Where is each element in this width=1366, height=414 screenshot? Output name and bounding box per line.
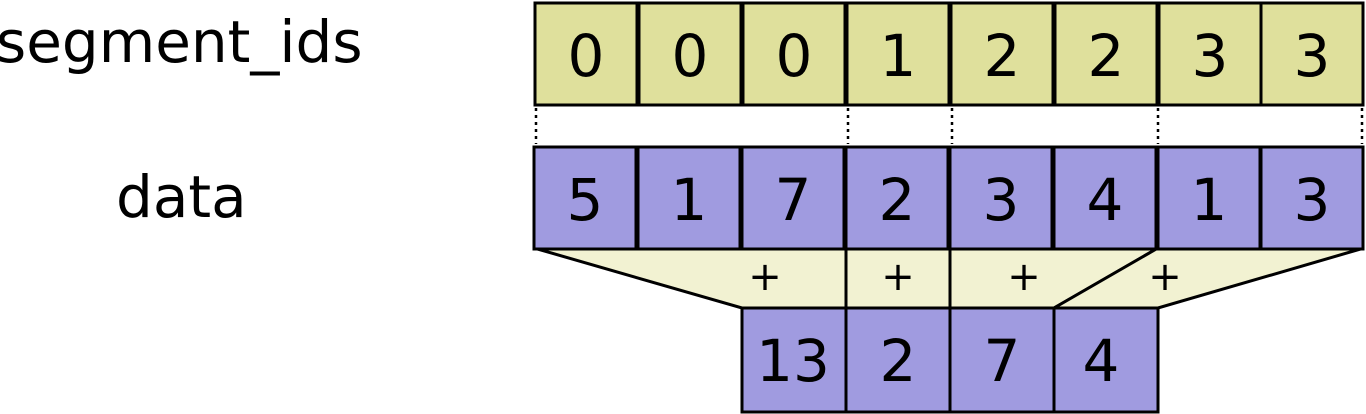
segment-cell-value: 0 — [568, 22, 605, 90]
funnel-group: + + + + — [533, 246, 1365, 310]
segment-boundaries — [534, 108, 1364, 144]
segment-cell — [741, 1, 847, 107]
result-cell-value: 13 — [756, 327, 830, 395]
plus-sign-0: + — [748, 254, 782, 300]
result-cell — [1052, 306, 1160, 414]
segment-cell — [1157, 1, 1263, 107]
data-cell-value: 3 — [1294, 166, 1331, 234]
segment-cell-value: 0 — [776, 22, 813, 90]
data-cell-value: 5 — [567, 166, 604, 234]
result-cell — [948, 306, 1056, 414]
segment-cell — [1259, 1, 1365, 107]
segment-cell — [637, 1, 743, 107]
data-cell-value: 4 — [1087, 166, 1124, 234]
data-cell-value: 3 — [983, 166, 1020, 234]
segment-cell-value: 2 — [1088, 22, 1125, 90]
segment-cell — [1053, 1, 1159, 107]
segment-cell-value: 3 — [1294, 22, 1331, 90]
plus-sign-2: + — [1007, 254, 1041, 300]
result-cell — [740, 306, 848, 414]
data-cell — [740, 145, 846, 251]
result-cell-value: 7 — [984, 327, 1021, 395]
data-label: data — [116, 163, 247, 231]
data-cell — [948, 145, 1054, 251]
segment-ids-row: 0 0 0 1 2 2 3 3 — [533, 1, 1365, 107]
segment-ids-label: segment_ids — [0, 8, 363, 76]
result-row: 13 2 7 4 — [740, 306, 1160, 414]
segment-cell-value: 0 — [672, 22, 709, 90]
segment-cell — [949, 1, 1055, 107]
data-cell-value: 7 — [775, 166, 812, 234]
data-cell — [844, 145, 950, 251]
segment-cell-value: 1 — [880, 22, 917, 90]
data-cell — [1259, 145, 1365, 251]
data-cell — [1052, 145, 1158, 251]
data-cell-value: 1 — [671, 166, 708, 234]
plus-sign-3: + — [1148, 254, 1182, 300]
result-cell — [844, 306, 952, 414]
data-row: 5 1 7 2 3 4 1 3 — [532, 145, 1365, 251]
data-cell — [532, 145, 638, 251]
plus-sign-1: + — [881, 254, 915, 300]
segment-cell-value: 2 — [984, 22, 1021, 90]
segment-cell-value: 3 — [1192, 22, 1229, 90]
funnel-segment-0 — [533, 246, 848, 310]
data-cell-value: 2 — [879, 166, 916, 234]
result-cell-value: 4 — [1083, 327, 1120, 395]
data-cell — [1156, 145, 1262, 251]
segment-cell — [845, 1, 951, 107]
data-cell — [636, 145, 742, 251]
result-cell-value: 2 — [880, 327, 917, 395]
data-cell-value: 1 — [1191, 166, 1228, 234]
segment-cell — [533, 1, 639, 107]
